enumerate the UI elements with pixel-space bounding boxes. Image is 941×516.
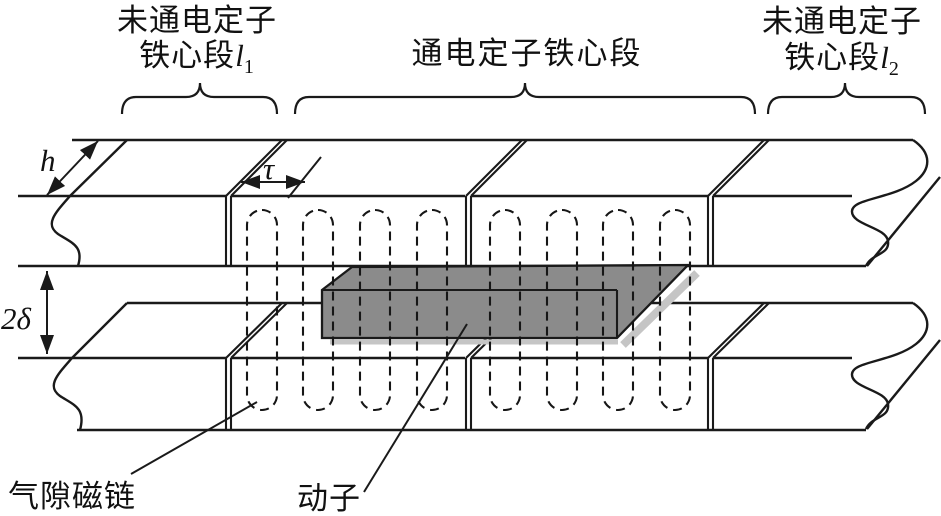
flux-linkage-loops: [245, 208, 692, 412]
flux-loop: [415, 208, 449, 412]
upper-stator-joint-verticals: [224, 196, 715, 266]
section-labels: 未通电定子 铁心段l1 通电定子铁心段 未通电定子 铁心段l2: [117, 3, 922, 80]
section-braces: [120, 82, 927, 115]
dimension-pole-pitch: τ: [241, 151, 322, 199]
mover-leader-line: [363, 323, 468, 493]
mover-shadow-diagonal: [620, 270, 700, 348]
lower-stator-left-break-wave: [52, 357, 83, 431]
flux-loop: [658, 208, 692, 412]
flux-loop: [301, 208, 335, 412]
lower-stator-right-top-slant: [866, 339, 941, 430]
label-unpowered-right-line2: 铁心段l2: [784, 40, 900, 80]
label-unpowered-left-line2: 铁心段l1: [139, 38, 255, 78]
flux-loop: [601, 208, 635, 412]
flux-linkage-leader-line: [130, 401, 258, 475]
upper-stator-right-break-wave: [850, 139, 929, 267]
callouts: 气隙磁链 动子: [8, 323, 468, 516]
dimension-stack-height: h: [40, 140, 99, 196]
label-unpowered-right-line1: 未通电定子: [762, 4, 922, 39]
label-unpowered-left-line1: 未通电定子: [117, 3, 277, 38]
upper-stator-right-top-slant: [866, 176, 941, 267]
mover-label: 动子: [297, 481, 361, 516]
upper-stator-left-top-slant: [69, 139, 128, 197]
lower-stator-right-break-wave: [850, 302, 929, 430]
tau-dimension-label: τ: [263, 151, 276, 186]
flux-loop: [245, 208, 279, 412]
h-dimension-label: h: [40, 143, 56, 178]
flux-loop: [545, 208, 579, 412]
upper-stator-joint-slants: [225, 139, 770, 197]
brace-middle-section: [293, 82, 757, 115]
brace-right-section: [766, 82, 927, 115]
flux-loop: [488, 208, 522, 412]
mover-body: [320, 263, 691, 340]
upper-stator-bar: [18, 138, 941, 268]
flux-loop: [358, 208, 392, 412]
dimension-air-gap: 2δ: [1, 271, 54, 354]
upper-stator-left-break-wave: [50, 195, 81, 267]
label-powered-middle: 通电定子铁心段: [412, 36, 643, 71]
flux-linkage-label: 气隙磁链: [8, 479, 136, 514]
air-gap-dimension-label: 2δ: [1, 301, 32, 336]
h-dimension-arrow: [46, 140, 99, 196]
tau-dimension-tick: [287, 156, 322, 199]
lower-stator-left-top-slant: [71, 302, 128, 359]
lower-stator-joint-verticals: [224, 358, 715, 430]
brace-left-section: [120, 82, 279, 115]
mover-block: [320, 263, 700, 348]
